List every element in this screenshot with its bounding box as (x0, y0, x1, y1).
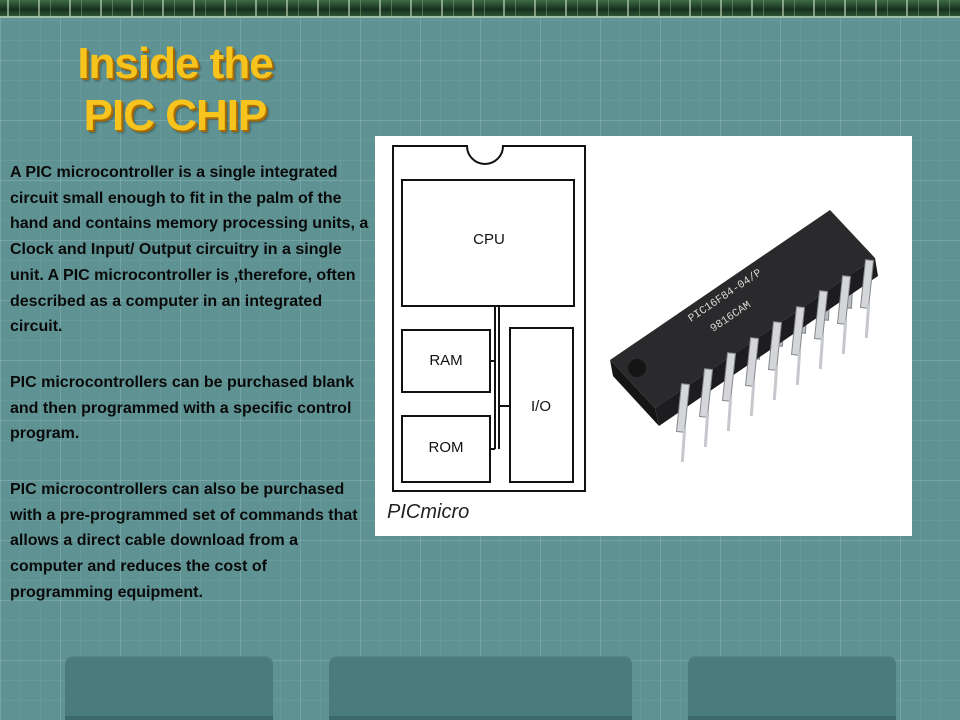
io-label: I/O (531, 398, 551, 415)
slide-body: A PIC microcontroller is a single integr… (10, 160, 370, 636)
paragraph-preprogrammed: PIC microcontrollers can also be purchas… (10, 481, 358, 601)
dip-chip-illustration: PIC16F84-04/P 9816CAM (610, 210, 878, 463)
paragraph-intro: A PIC microcontroller is a single integr… (10, 164, 369, 336)
paragraph-blank-programming: PIC microcontrollers can be purchased bl… (10, 373, 355, 443)
slide-title: Inside the PIC CHIP (70, 38, 280, 142)
ram-label: RAM (429, 352, 462, 369)
footer-tab-left (65, 656, 273, 720)
footer-tab-center (329, 656, 632, 720)
footer-tab-right (688, 656, 896, 720)
circuit-board-strip (0, 0, 960, 18)
rom-label: ROM (429, 439, 464, 456)
pic-block-diagram (392, 145, 586, 492)
cpu-label: CPU (473, 231, 505, 248)
title-line-2: PIC CHIP (83, 91, 268, 140)
pic-chip-figure: CPU RAM ROM I/O PICmicro (375, 136, 912, 536)
diagram-caption: PICmicro (387, 501, 469, 523)
title-line-1: Inside the (77, 39, 273, 88)
